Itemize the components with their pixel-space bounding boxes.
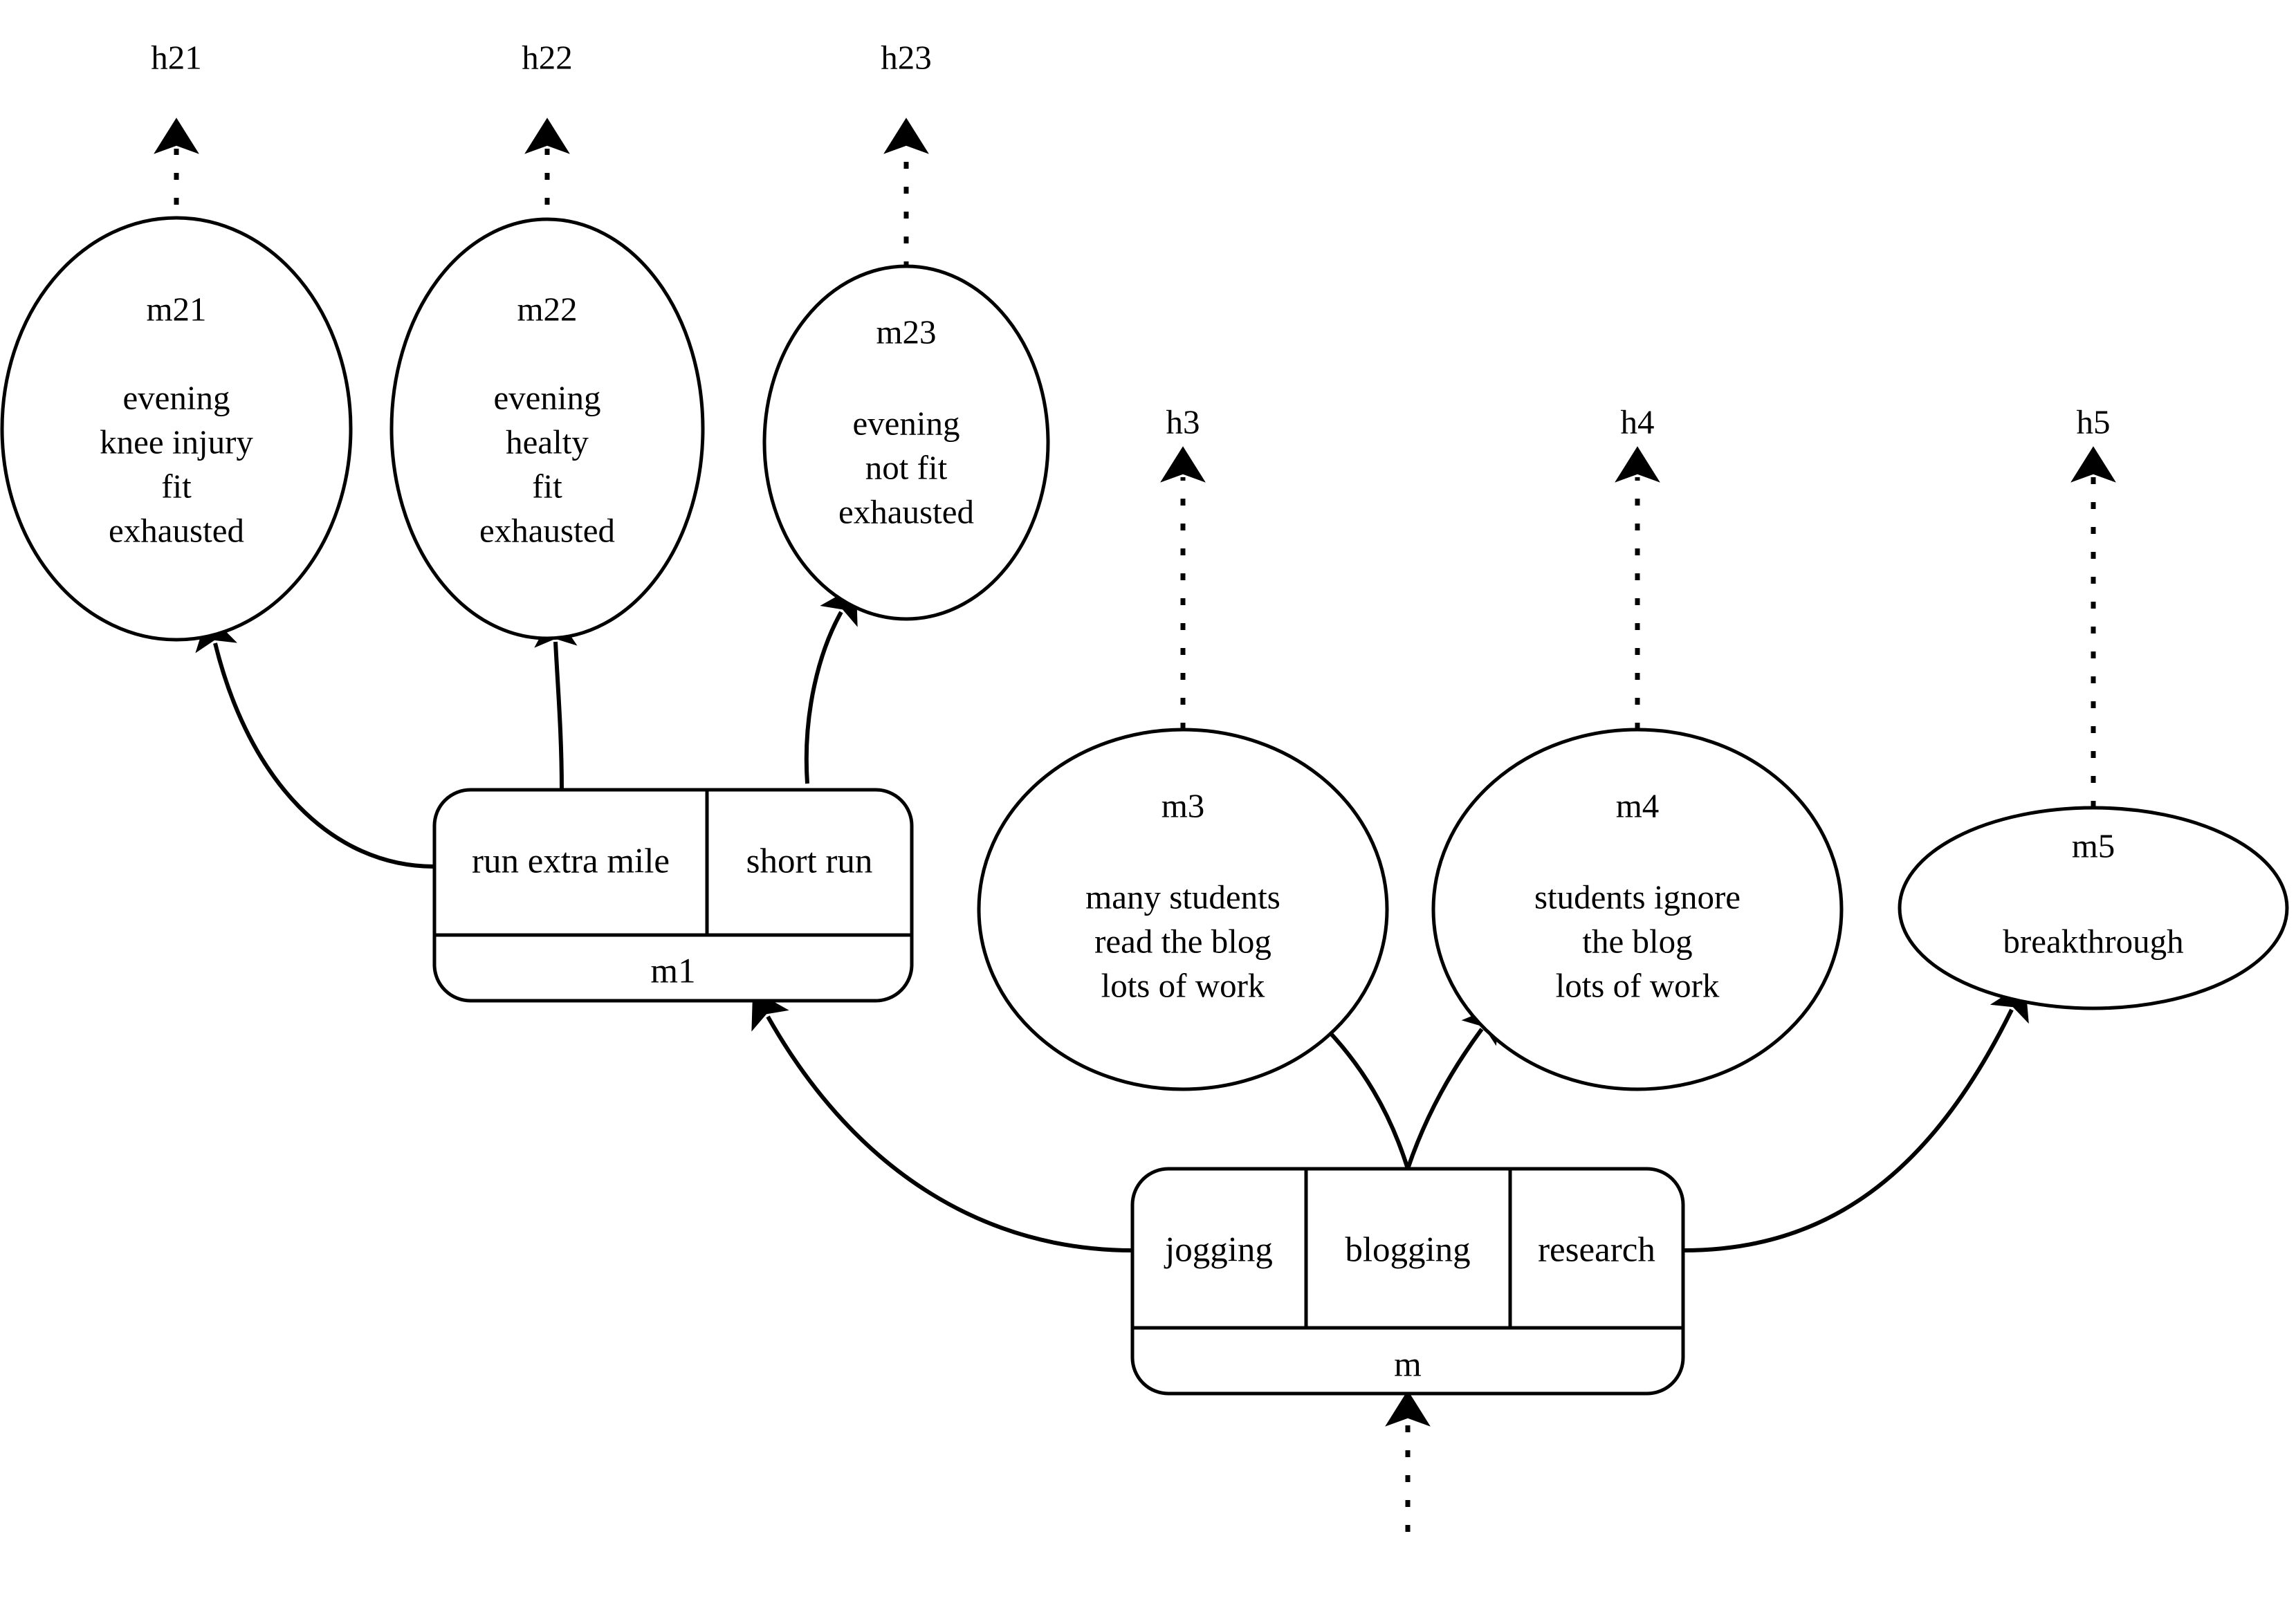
node-m3-title: m3 — [1161, 786, 1205, 824]
node-m21-line-1: evening — [122, 378, 230, 416]
node-m4[interactable]: m4 students ignore the blog lots of work — [1431, 728, 1844, 1091]
hypothesis-label-h3: h3 — [1166, 403, 1200, 441]
hypothesis-label-h23: h23 — [881, 38, 932, 76]
edge-m-research-m5 — [1682, 982, 2029, 1252]
node-m22-line-3: fit — [532, 467, 562, 505]
node-m21-line-3: fit — [161, 467, 192, 505]
node-m4-ellipse[interactable] — [1431, 728, 1844, 1091]
edge-m1-runextra-m22 — [534, 611, 578, 790]
hypothesis-label-h4: h4 — [1621, 403, 1655, 441]
node-m3-ellipse[interactable] — [977, 728, 1389, 1091]
node-m23[interactable]: m23 evening not fit exhausted — [762, 264, 1050, 621]
node-m23-line-1: evening — [852, 404, 959, 442]
node-m3-line-3: lots of work — [1101, 966, 1265, 1004]
node-m23-title: m23 — [876, 313, 936, 351]
node-m5-title: m5 — [2072, 826, 2115, 864]
node-m5-ellipse[interactable] — [1898, 806, 2289, 1010]
node-m21[interactable]: m21 evening knee injury fit exhausted — [0, 216, 353, 642]
node-m1-title: m1 — [650, 952, 695, 991]
hypothesis-labels: h21 h22 h23 h3 h4 h5 — [151, 38, 2110, 441]
node-m21-line-4: exhausted — [109, 511, 244, 549]
node-m22-title: m22 — [517, 290, 577, 328]
node-m22-ellipse[interactable] — [389, 217, 705, 640]
node-m3[interactable]: m3 many students read the blog lots of w… — [977, 728, 1389, 1091]
transition-edges — [195, 585, 2029, 1252]
node-m4-line-2: the blog — [1582, 922, 1692, 960]
node-m4-title: m4 — [1616, 786, 1660, 824]
edge-m1-runextra-m21 — [195, 613, 435, 869]
node-m3-line-1: many students — [1085, 878, 1280, 916]
hypothesis-edges — [154, 118, 2116, 1532]
hypothesis-label-h22: h22 — [522, 38, 573, 76]
node-m21-line-2: knee injury — [100, 423, 253, 461]
edge-m1-shortrun-m23 — [804, 585, 858, 784]
hypothesis-label-h21: h21 — [151, 38, 202, 76]
node-m-cell-0[interactable]: jogging — [1164, 1231, 1273, 1270]
edge-m-blogging-m3 — [1298, 1000, 1410, 1169]
node-m5[interactable]: m5 breakthrough — [1898, 806, 2289, 1010]
node-m23-line-3: exhausted — [838, 492, 974, 530]
node-m3-line-2: read the blog — [1094, 922, 1271, 960]
node-m4-line-3: lots of work — [1556, 966, 1720, 1004]
node-m[interactable]: jogging blogging research m — [1130, 1167, 1685, 1396]
node-m5-line-1: breakthrough — [2003, 922, 2183, 960]
node-m1-cell-0[interactable]: run extra mile — [472, 842, 670, 881]
node-m22-line-2: healty — [506, 423, 589, 461]
node-m1[interactable]: run extra mile short run m1 — [432, 788, 914, 1003]
node-m23-ellipse[interactable] — [762, 264, 1050, 621]
node-m-cell-2[interactable]: research — [1538, 1231, 1655, 1270]
hypothesis-label-h5: h5 — [2077, 403, 2111, 441]
edge-m-jogging-m1 — [751, 990, 1133, 1252]
node-m23-line-2: not fit — [865, 448, 948, 486]
node-m4-line-1: students ignore — [1534, 878, 1741, 916]
node-m-cell-1[interactable]: blogging — [1345, 1231, 1470, 1270]
node-m22[interactable]: m22 evening healty fit exhausted — [389, 217, 705, 640]
node-m22-line-1: evening — [493, 378, 600, 416]
node-m1-box[interactable] — [432, 788, 914, 1003]
node-m21-ellipse[interactable] — [0, 216, 353, 642]
node-m-box[interactable] — [1130, 1167, 1685, 1396]
node-m21-title: m21 — [146, 290, 206, 328]
node-m1-cell-1[interactable]: short run — [746, 842, 873, 881]
node-m-title: m — [1394, 1346, 1422, 1385]
edge-m-blogging-m4 — [1406, 1004, 1500, 1169]
node-m22-line-4: exhausted — [479, 511, 615, 549]
